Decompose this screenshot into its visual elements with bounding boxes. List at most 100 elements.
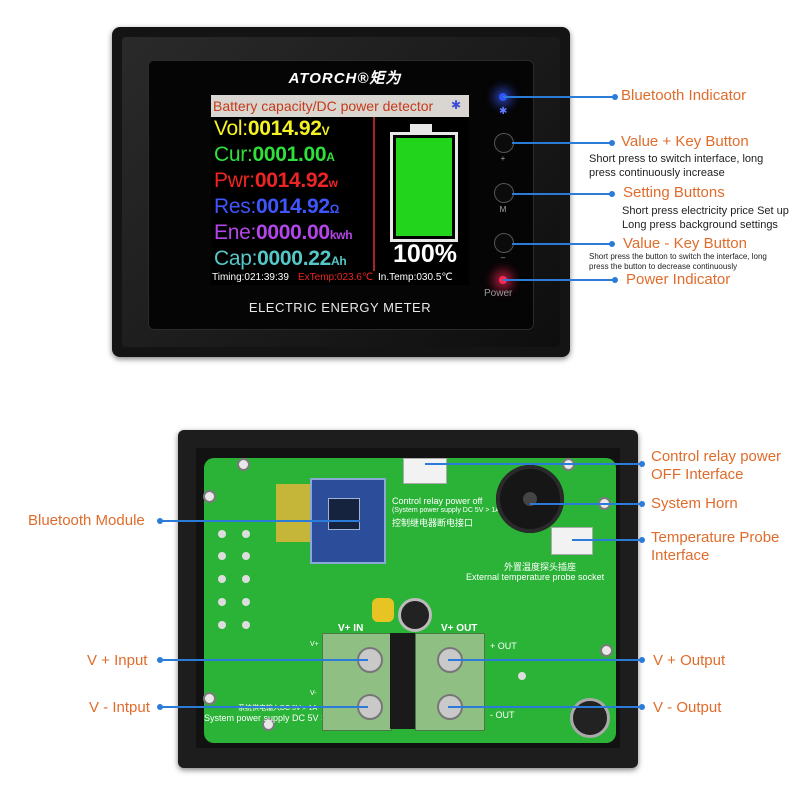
in-temp-readout: In.Temp:030.5℃ [378, 272, 453, 283]
callout-dot [639, 704, 645, 710]
callout-line [512, 193, 612, 195]
reading-value: 0000.22 [257, 247, 331, 270]
reading-unit: w [328, 176, 338, 190]
solder-pad [242, 621, 250, 629]
bluetooth-module-label: Bluetooth Module [28, 512, 145, 529]
value-minus-button[interactable] [494, 233, 514, 253]
value-minus-label: Value - Key Button [623, 235, 747, 252]
power-indicator-label: Power Indicator [626, 271, 731, 288]
vin-pcb-label: V+ IN [338, 623, 364, 634]
bluetooth-indicator-label: Bluetooth Indicator [621, 87, 747, 104]
vminus-pin-label: V- [310, 690, 317, 697]
reading-unit: V [321, 124, 330, 138]
reading-row: Cap:0000.22Ah [214, 247, 347, 271]
reading-row: Ene:0000.00kwh [214, 221, 353, 245]
vout-pcb-label: V+ OUT [441, 623, 478, 634]
timing-readout: Timing:021:39:39 [212, 272, 289, 283]
callout-dot [612, 277, 618, 283]
capacitor [372, 598, 394, 622]
relay-pcb-cn: 控制继电器断电接口 [392, 518, 474, 528]
reading-value: 0014.92 [254, 169, 329, 192]
setting-desc: Short press electricity price Set up [622, 205, 789, 217]
screen-divider [373, 117, 375, 271]
input-terminal-block [322, 633, 392, 731]
power-label: Power [484, 288, 513, 299]
callout-line [512, 142, 612, 144]
solder-pad [242, 530, 250, 538]
callout-dot [639, 537, 645, 543]
reading-label: Pwr: [214, 169, 255, 192]
supply-pcb-label: System power supply DC 5V > 1A [204, 713, 340, 723]
solder-pad [218, 598, 226, 606]
callout-line [530, 503, 640, 505]
vplus-output-label: V + Output [653, 652, 726, 669]
callout-dot [609, 241, 615, 247]
value-plus-desc: Short press to switch interface, long [589, 153, 764, 165]
minus-label: – [500, 253, 506, 262]
callout-dot [612, 94, 618, 100]
value-plus-label: Value + Key Button [621, 133, 749, 150]
meter-label: ELECTRIC ENERGY METER [248, 300, 432, 315]
system-horn-label: System Horn [651, 495, 738, 512]
solder-pad [242, 598, 250, 606]
value-plus-button[interactable] [494, 133, 514, 153]
solder-pad [218, 552, 226, 560]
probe-pcb-label: External temperature probe socket [466, 572, 605, 582]
solder-pad [242, 575, 250, 583]
capacitor [398, 598, 432, 632]
callout-dot [639, 461, 645, 467]
relay-connector [403, 458, 447, 484]
callout-line [160, 706, 368, 708]
callout-line [160, 520, 360, 522]
bluetooth-chip [328, 498, 360, 530]
callout-line [503, 279, 615, 281]
reading-value: 0014.92 [247, 117, 322, 140]
reading-unit: Ah [330, 254, 347, 268]
reading-value: 0000.00 [256, 221, 330, 244]
reading-label: Vol: [214, 117, 248, 140]
callout-dot [639, 657, 645, 663]
bluetooth-icon: ✱ [499, 106, 508, 117]
battery-fill [396, 138, 452, 236]
setting-button[interactable] [494, 183, 514, 203]
reading-label: Ene: [214, 221, 256, 244]
vminus-output-label: V - Output [653, 699, 722, 716]
setting-desc: Long press background settings [622, 219, 778, 231]
solder-pad [218, 575, 226, 583]
temperature-probe-label-2: Interface [651, 547, 710, 564]
bluetooth-status-icon: ✱ [450, 98, 461, 112]
callout-dot [609, 140, 615, 146]
solder-pad [242, 552, 250, 560]
screen-header: Battery capacity/DC power detector ✱ [211, 95, 469, 117]
reading-row: Cur:0001.00A [214, 143, 335, 167]
temperature-probe-label: Temperature Probe [651, 529, 780, 546]
value-minus-desc: Short press the button to switch the int… [589, 252, 767, 261]
plus-label: + [500, 154, 506, 163]
solder-pad [218, 530, 226, 538]
value-minus-desc: press the button to decrease continuousl… [589, 262, 738, 271]
relay-interface-label: Control relay power [651, 448, 782, 465]
setting-buttons-label: Setting Buttons [623, 184, 725, 201]
screw-hole [262, 718, 275, 731]
callout-line [425, 463, 641, 465]
callout-line [448, 706, 640, 708]
reading-label: Cap: [214, 247, 258, 270]
value-plus-desc: press continuously increase [589, 167, 725, 179]
bluetooth-antenna [276, 484, 312, 542]
reading-label: Cur: [214, 143, 253, 166]
vplus-pin-label: V+ [310, 641, 319, 648]
reading-unit: kwh [329, 228, 353, 242]
out-plus-pcb-label: + OUT [490, 641, 517, 651]
reading-value: 0001.00 [252, 143, 327, 166]
solder-pad [518, 672, 526, 680]
callout-dot [609, 191, 615, 197]
relay-interface-label-2: OFF Interface [651, 466, 744, 483]
reading-unit: Ω [329, 202, 340, 216]
out-minus-pcb-label: - OUT [490, 710, 515, 720]
screw-hole [600, 644, 613, 657]
reading-row: Res:0014.92Ω [214, 195, 339, 219]
callout-line [503, 96, 615, 98]
reading-unit: A [326, 150, 335, 164]
solder-pad [218, 621, 226, 629]
probe-pcb-cn: 外置温度探头插座 [504, 562, 577, 572]
